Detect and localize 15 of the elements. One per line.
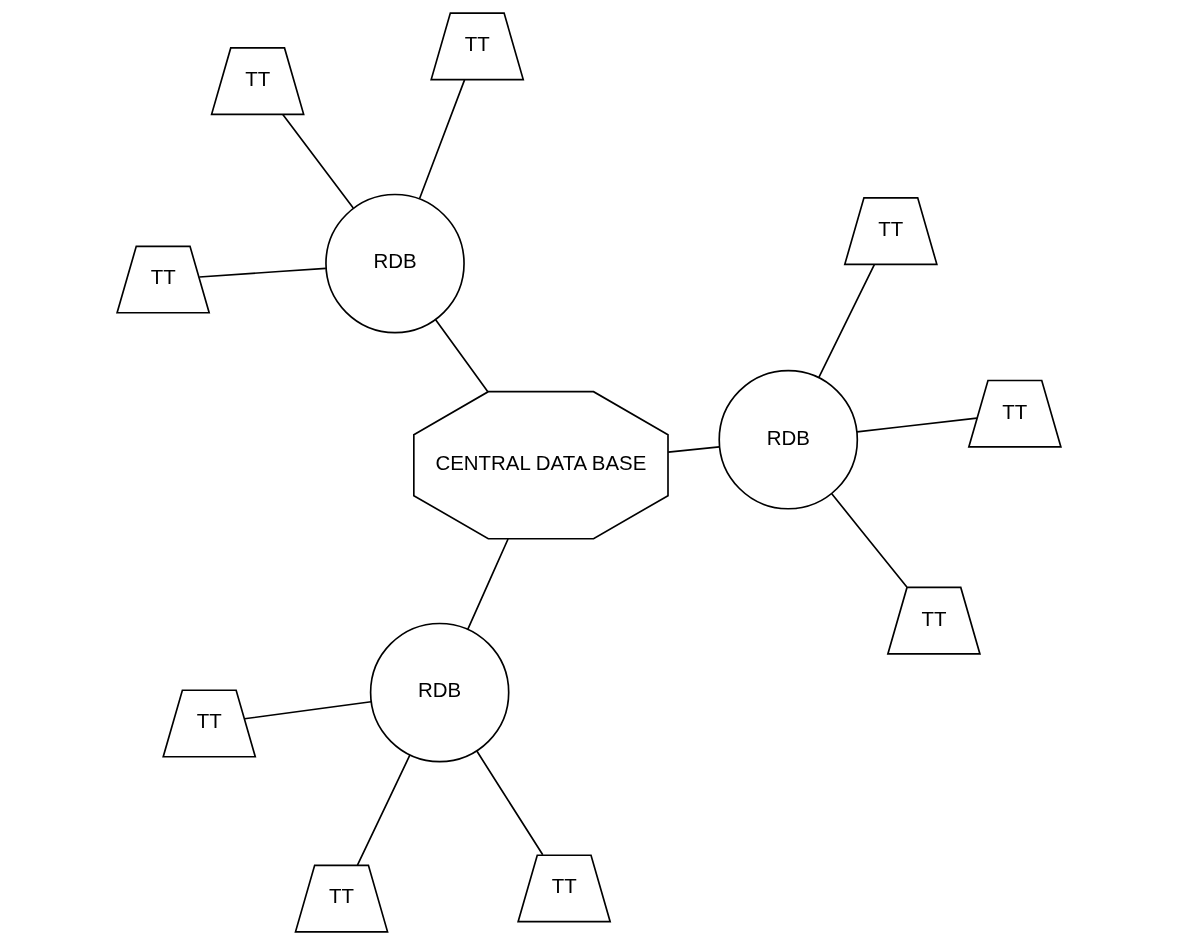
connector [466,538,509,631]
connector [476,750,544,856]
connector [356,754,411,866]
connector [667,445,721,453]
node-circle: RDB [718,369,859,510]
node-circle: RDB [325,193,465,334]
connector [830,492,908,588]
connector [282,113,355,209]
node-circle: RDB [369,622,510,763]
connector [198,267,327,278]
connector [434,318,489,393]
connector [243,700,372,720]
connector [856,417,978,433]
connector [817,263,876,379]
connector [418,79,466,200]
